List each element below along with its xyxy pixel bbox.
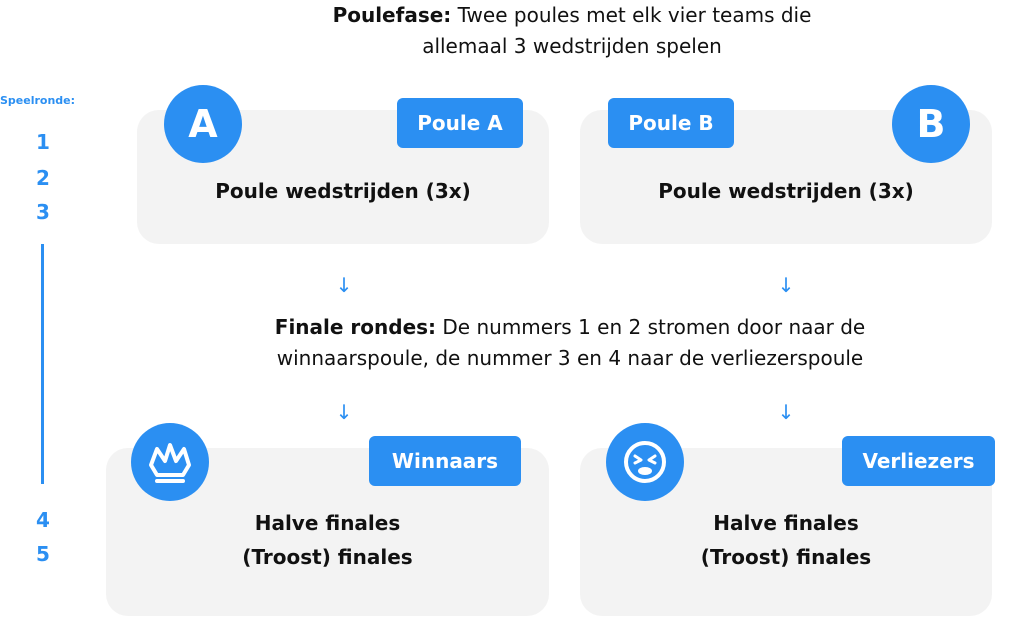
sad-face-icon bbox=[606, 423, 684, 501]
finale-text: Finale rondes: De nummers 1 en 2 stromen… bbox=[200, 312, 940, 374]
winnaars-badge: Winnaars bbox=[369, 436, 521, 486]
intro-line2: allemaal 3 wedstrijden spelen bbox=[422, 34, 722, 58]
round-number-2: 2 bbox=[36, 166, 50, 190]
finale-line2: winnaarspoule, de nummer 3 en 4 naar de … bbox=[276, 346, 864, 370]
winnaars-line1: Halve finales bbox=[254, 511, 401, 535]
finale-line1: De nummers 1 en 2 stromen door naar de bbox=[436, 315, 866, 339]
verliezers-badge: Verliezers bbox=[842, 436, 995, 486]
intro-bold-label: Poulefase: bbox=[332, 3, 452, 27]
poule-a-text: Poule wedstrijden (3x) bbox=[215, 179, 471, 203]
round-number-5: 5 bbox=[36, 542, 50, 566]
poule-b-badge: Poule B bbox=[608, 98, 734, 148]
intro-line1: Twee poules met elk vier teams die bbox=[451, 3, 812, 27]
verliezers-line2: (Troost) finales bbox=[700, 545, 872, 569]
finale-bold-label: Finale rondes: bbox=[274, 315, 437, 339]
arrow-down-icon: ↓ bbox=[335, 273, 353, 297]
round-number-1: 1 bbox=[36, 130, 50, 154]
crown-icon bbox=[131, 423, 209, 501]
rounds-line bbox=[41, 244, 44, 484]
poule-b-text: Poule wedstrijden (3x) bbox=[658, 179, 914, 203]
poule-b-letter-icon: B bbox=[892, 85, 970, 163]
intro-text: Poulefase: Twee poules met elk vier team… bbox=[212, 0, 932, 62]
arrow-down-icon: ↓ bbox=[335, 400, 353, 424]
rounds-title: Speelronde: bbox=[0, 94, 76, 107]
arrow-down-icon: ↓ bbox=[777, 273, 795, 297]
round-number-4: 4 bbox=[36, 508, 50, 532]
round-number-3: 3 bbox=[36, 200, 50, 224]
poule-a-letter-icon: A bbox=[164, 85, 242, 163]
arrow-down-icon: ↓ bbox=[777, 400, 795, 424]
winnaars-line2: (Troost) finales bbox=[242, 545, 413, 569]
poule-a-badge: Poule A bbox=[397, 98, 523, 148]
verliezers-line1: Halve finales bbox=[713, 511, 859, 535]
